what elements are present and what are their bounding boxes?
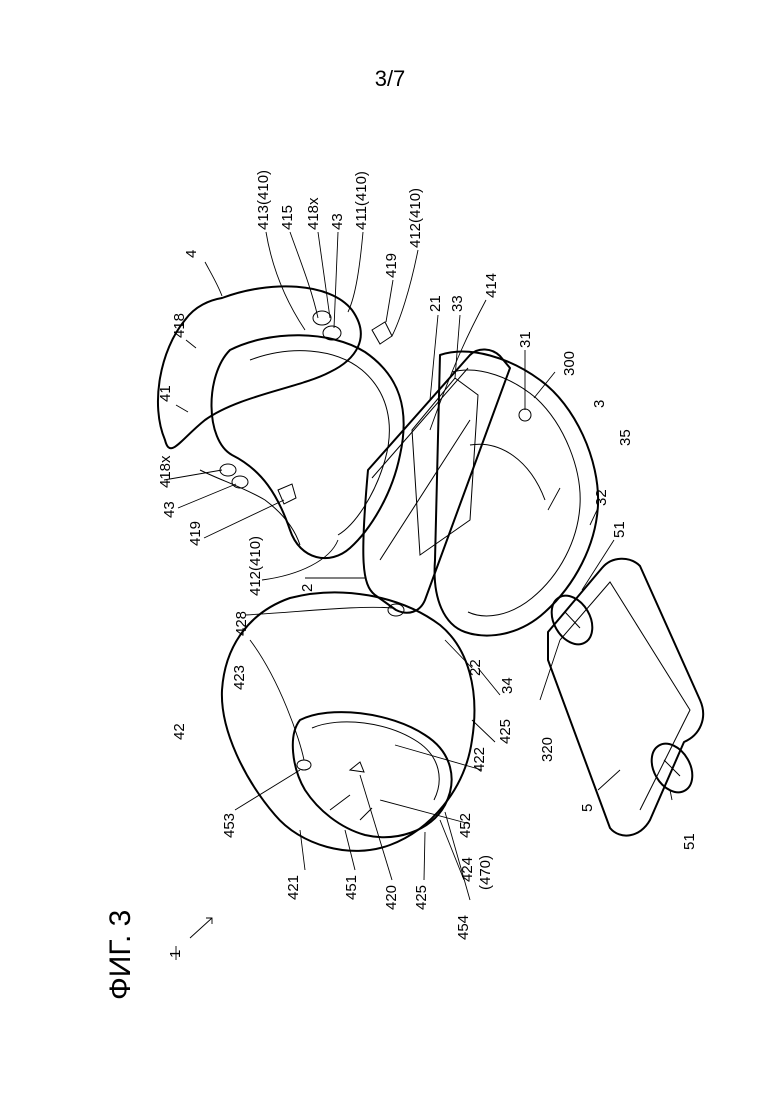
label-419-top: 419 xyxy=(383,253,400,278)
label-4: 4 xyxy=(183,250,200,258)
label-21: 21 xyxy=(427,295,444,312)
assembly-reference: 1 xyxy=(167,950,184,958)
label-412-410-left: 412(410) xyxy=(247,536,264,596)
label-412-410-top: 412(410) xyxy=(407,188,424,248)
label-43-top: 43 xyxy=(329,213,346,230)
label-421: 421 xyxy=(285,875,302,900)
label-418: 418 xyxy=(171,313,188,338)
upper-housing-part-4 xyxy=(158,286,404,558)
label-428: 428 xyxy=(233,611,250,636)
label-454: 454 xyxy=(455,915,472,940)
label-422: 422 xyxy=(471,747,488,772)
label-453: 453 xyxy=(221,813,238,838)
label-418x-left: 418x xyxy=(157,455,174,488)
label-320: 320 xyxy=(539,737,556,762)
label-41: 41 xyxy=(157,385,174,402)
label-22: 22 xyxy=(467,659,484,676)
label-31: 31 xyxy=(517,331,534,348)
label-452: 452 xyxy=(457,813,474,838)
label-451: 451 xyxy=(343,875,360,900)
label-425-bottom: 425 xyxy=(413,885,430,910)
label-423: 423 xyxy=(231,665,248,690)
label-415: 415 xyxy=(279,205,296,230)
label-470: (470) xyxy=(477,855,494,890)
label-300: 300 xyxy=(561,351,578,376)
figure-title: ФИГ. 3 xyxy=(104,910,137,1000)
label-418x-top: 418x xyxy=(305,197,322,230)
plate-part-5 xyxy=(543,559,703,836)
label-419-left: 419 xyxy=(187,521,204,546)
label-414: 414 xyxy=(483,273,500,298)
label-42: 42 xyxy=(171,723,188,740)
label-420: 420 xyxy=(383,885,400,910)
label-35: 35 xyxy=(617,429,634,446)
label-3: 3 xyxy=(591,400,608,408)
lower-tray-part-3 xyxy=(435,352,599,636)
label-2: 2 xyxy=(299,584,316,592)
label-33: 33 xyxy=(449,295,466,312)
label-32: 32 xyxy=(593,489,610,506)
label-5: 5 xyxy=(579,804,596,812)
label-43-left: 43 xyxy=(161,501,178,518)
leader-lines xyxy=(164,232,672,900)
label-34: 34 xyxy=(499,677,516,694)
lower-housing-part-42 xyxy=(222,592,475,850)
label-425-right: 425 xyxy=(497,719,514,744)
label-51-bottom: 51 xyxy=(681,833,698,850)
label-424: 424 xyxy=(459,857,476,882)
label-413-410: 413(410) xyxy=(255,170,272,230)
label-51-top: 51 xyxy=(611,521,628,538)
label-411-410: 411(410) xyxy=(353,171,370,230)
